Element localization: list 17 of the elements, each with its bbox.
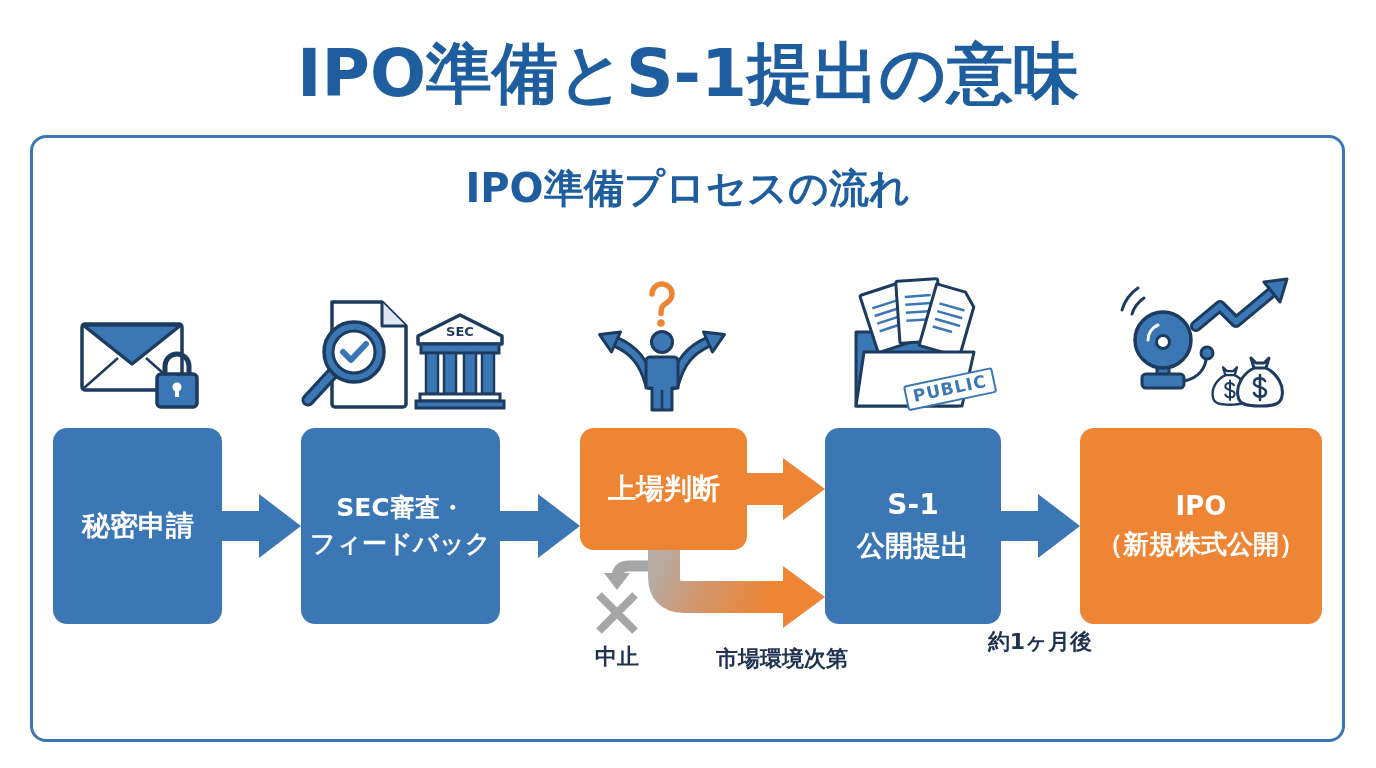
process-box: 秘密申請 [53,428,222,624]
process-box: IPO（新規株式公開） [1080,428,1322,624]
building-label: SEC [446,324,474,338]
arrow [1001,494,1080,558]
arrow [747,458,825,520]
edge-label: 市場環境次第 [714,645,850,673]
decision-box: 上場判断 [580,428,747,550]
arrow [222,494,301,558]
title: IPO準備とS-1提出の意味 [297,36,1079,112]
process-box: S-1 公開提出 [825,428,1001,624]
process-box: SEC審査・フィードバック [301,428,500,624]
edge-label: 約1ヶ月後 [985,628,1095,656]
panel [30,135,1345,742]
panel-heading: IPO準備プロセスの流れ [465,164,910,212]
node-label: 中止 [594,644,640,671]
arrow [500,494,580,558]
arrow [648,550,825,628]
